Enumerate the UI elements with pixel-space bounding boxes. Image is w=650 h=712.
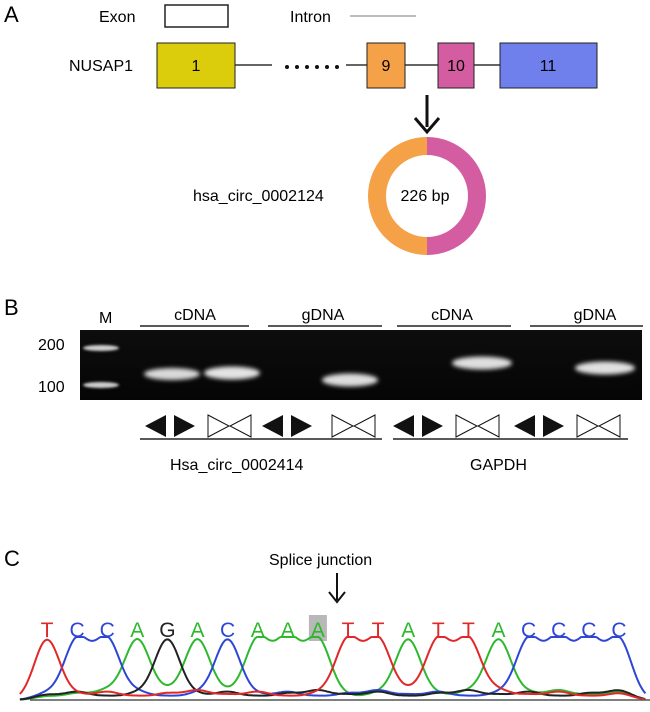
size-label-200: 200 [38,337,65,354]
exon-1-box [156,42,236,89]
divergent-primer-icon [514,415,564,437]
base-letter: T [41,619,54,642]
exon-1: 1 [156,42,236,89]
gel-band-gdna-gapdh [575,361,635,375]
base-letter: C [551,619,566,642]
intron-ellipsis [285,65,339,69]
ladder-band-100 [83,382,119,388]
base-letter: A [130,619,144,642]
base-letter: C [581,619,596,642]
group-label-cdna-2: cDNA [431,307,473,324]
size-label-100: 100 [38,379,65,396]
group-label-gdna-2: gDNA [574,307,617,324]
circrna-ring [368,137,486,255]
exon-10-label: 10 [447,58,465,75]
base-letter: A [311,619,325,642]
legend-exon-label: Exon [99,9,135,26]
target-label-gapdh: GAPDH [470,457,527,474]
primer-symbols [145,414,621,438]
base-letter: A [401,619,415,642]
exon-11-label: 11 [540,58,557,75]
base-letter: A [190,619,204,642]
exon-9-box [366,42,406,89]
convergent-primer-icon [455,414,500,438]
legend-intron-label: Intron [290,9,331,26]
exon-10: 10 [437,42,475,89]
group-headers: cDNA gDNA cDNA gDNA [140,307,643,327]
divergent-primer-icon [393,415,443,437]
exon-11: 11 [499,42,598,89]
panel-a-letter: A [4,2,19,27]
circ-size: 226 bp [401,188,450,205]
base-letter: A [281,619,295,642]
base-letter: A [251,619,265,642]
ladder-band-200 [83,345,119,351]
base-letter: C [220,619,235,642]
circ-ring-left [368,137,428,255]
base-letter: C [521,619,536,642]
divergent-primer-icon [145,415,195,437]
base-letter: C [611,619,626,642]
trace-t [19,636,646,701]
circ-ring-right [426,137,486,255]
convergent-primer-icon [331,414,376,438]
exon-9: 9 [366,42,406,89]
chromatogram [19,636,647,701]
gel-image [80,330,642,400]
panel-c-letter: C [4,546,20,571]
exon-10-box [437,42,475,89]
group-label-cdna-1: cDNA [174,307,216,324]
gel-band-cdna-circ-2 [204,366,260,380]
exon-11-box [499,42,598,89]
gel-band-gdna-circ [322,373,378,387]
group-label-gdna-1: gDNA [302,307,345,324]
junction-highlight [308,615,327,641]
base-letter: C [100,619,115,642]
legend-exon-box [164,4,229,28]
divergent-primer-icon [262,415,312,437]
convergent-primer-icon [207,414,252,438]
splice-junction-label: Splice junction [269,552,372,569]
convergent-primer-icon [576,414,621,438]
panel-b-letter: B [4,295,19,320]
marker-label: M [99,310,112,327]
junction-arrow-icon [328,573,346,604]
gene-name: NUSAP1 [69,58,133,75]
base-letter: T [462,619,475,642]
base-letter: A [491,619,505,642]
base-letter: C [70,619,85,642]
base-letter: T [372,619,385,642]
down-arrow-icon [413,95,441,135]
gel-background [80,330,642,400]
gel-band-cdna-circ-1 [144,368,200,380]
exon-9-label: 9 [382,58,391,75]
trace-c [19,636,647,701]
base-letter: T [342,619,355,642]
target-label-circ: Hsa_circ_0002414 [170,457,304,474]
base-letter: G [159,619,175,642]
gel-band-cdna-gapdh [452,356,512,370]
exon-1-label: 1 [192,58,201,75]
circ-name: hsa_circ_0002124 [193,188,324,205]
base-letter: T [432,619,445,642]
